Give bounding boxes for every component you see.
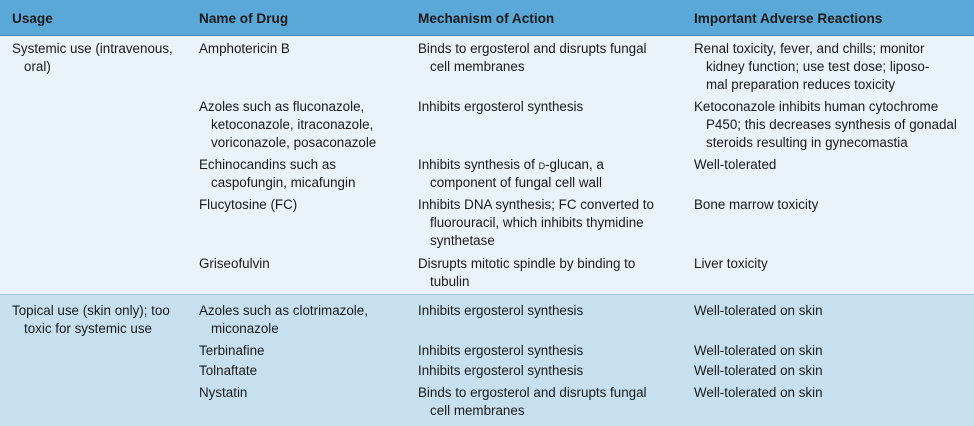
- group-topical-use: Topical use (skin only); too toxic for s…: [0, 294, 974, 426]
- adverse-cell: Well-tolerated on skin: [694, 342, 823, 360]
- adverse-line: Renal toxicity, fever, and chills; monit…: [694, 41, 925, 56]
- drug-line: Amphotericin B: [199, 41, 290, 56]
- mechanism-cell: Disrupts mitotic spindle by binding to t…: [418, 255, 635, 291]
- mechanism-text: -glucan, a: [545, 157, 604, 172]
- mechanism-line: Inhibits synthesis of d-glucan, a: [418, 156, 604, 174]
- adverse-line: Well-tolerated on skin: [694, 343, 823, 358]
- drug-cell: Echinocandins such as caspofungin, micaf…: [199, 156, 355, 192]
- adverse-cell: Ketoconazole inhibits human cytochrome P…: [694, 98, 957, 152]
- drug-cell: Flucytosine (FC): [199, 196, 297, 214]
- drug-line: miconazole: [211, 321, 279, 336]
- drug-line: Tolnaftate: [199, 363, 258, 378]
- header-mechanism: Mechanism of Action: [418, 11, 555, 26]
- adverse-line: Ketoconazole inhibits human cytochrome: [694, 99, 939, 114]
- drug-cell: Nystatin: [199, 384, 247, 402]
- drug-cell: Griseofulvin: [199, 255, 270, 273]
- mechanism-line: Inhibits ergosterol synthesis: [418, 99, 584, 114]
- drug-cell: Terbinafine: [199, 342, 265, 360]
- mechanism-cell: Inhibits synthesis of d-glucan, a compon…: [418, 156, 604, 192]
- mechanism-line: Inhibits DNA synthesis; FC converted to: [418, 197, 654, 212]
- table-header: Usage Name of Drug Mechanism of Action I…: [0, 0, 974, 36]
- drug-line: Azoles such as clotrimazole,: [199, 303, 368, 318]
- drug-line: ketoconazole, itraconazole,: [211, 117, 374, 132]
- adverse-line: kidney function; use test dose; liposo-: [706, 59, 930, 74]
- drug-line: Echinocandins such as: [199, 157, 336, 172]
- mechanism-cell: Inhibits ergosterol synthesis: [418, 302, 583, 320]
- drug-line: Azoles such as fluconazole,: [199, 99, 365, 114]
- mechanism-cell: Inhibits ergosterol synthesis: [418, 342, 583, 360]
- mechanism-cell: Inhibits ergosterol synthesis: [418, 362, 583, 380]
- adverse-cell: Well-tolerated: [694, 156, 776, 174]
- mechanism-line: component of fungal cell wall: [430, 175, 602, 190]
- adverse-line: Well-tolerated on skin: [694, 385, 823, 400]
- usage-cell: Topical use (skin only); too toxic for s…: [12, 302, 170, 338]
- adverse-line: Well-tolerated on skin: [694, 363, 823, 378]
- adverse-cell: Liver toxicity: [694, 255, 768, 273]
- adverse-line: Liver toxicity: [694, 256, 768, 271]
- drug-cell: Tolnaftate: [199, 362, 257, 380]
- adverse-line: Well-tolerated on skin: [694, 303, 823, 318]
- group-systemic-use: Systemic use (intravenous, oral) Amphote…: [0, 36, 974, 293]
- header-drug: Name of Drug: [199, 11, 289, 26]
- drug-line: Griseofulvin: [199, 256, 270, 271]
- usage-line: oral): [24, 59, 51, 74]
- adverse-line: Well-tolerated: [694, 157, 777, 172]
- mechanism-cell: Inhibits ergosterol synthesis: [418, 98, 583, 116]
- adverse-cell: Well-tolerated on skin: [694, 302, 823, 320]
- mechanism-line: Disrupts mitotic spindle by binding to: [418, 256, 636, 271]
- mechanism-line: cell membranes: [430, 403, 525, 418]
- mechanism-cell: Binds to ergosterol and disrupts fungal …: [418, 40, 647, 76]
- drug-cell: Azoles such as clotrimazole, miconazole: [199, 302, 368, 338]
- header-usage: Usage: [12, 11, 53, 26]
- mechanism-line: fluorouracil, which inhibits thymidine: [430, 215, 644, 230]
- drug-cell: Amphotericin B: [199, 40, 290, 58]
- adverse-cell: Renal toxicity, fever, and chills; monit…: [694, 40, 929, 94]
- mechanism-line: cell membranes: [430, 59, 525, 74]
- drug-line: voriconazole, posaconazole: [211, 135, 377, 150]
- usage-line: toxic for systemic use: [24, 321, 152, 336]
- drug-line: Nystatin: [199, 385, 248, 400]
- mechanism-line: Inhibits ergosterol synthesis: [418, 303, 584, 318]
- mechanism-small-caps: d: [538, 157, 546, 172]
- mechanism-line: tubulin: [430, 274, 470, 289]
- mechanism-line: Binds to ergosterol and disrupts fungal: [418, 41, 647, 56]
- header-adverse: Important Adverse Reactions: [694, 11, 883, 26]
- mechanism-line: Inhibits ergosterol synthesis: [418, 343, 584, 358]
- adverse-line: Bone marrow toxicity: [694, 197, 819, 212]
- adverse-line: steroids resulting in gynecomastia: [706, 135, 908, 150]
- mechanism-line: Binds to ergosterol and disrupts fungal: [418, 385, 647, 400]
- mechanism-line: synthetase: [430, 233, 495, 248]
- mechanism-text: Inhibits synthesis of: [418, 157, 539, 172]
- usage-line: Topical use (skin only); too: [12, 303, 170, 318]
- adverse-line: P450; this decreases synthesis of gonada…: [706, 117, 957, 132]
- adverse-cell: Well-tolerated on skin: [694, 362, 823, 380]
- drug-line: Terbinafine: [199, 343, 265, 358]
- mechanism-line: Inhibits ergosterol synthesis: [418, 363, 584, 378]
- drug-cell: Azoles such as fluconazole, ketoconazole…: [199, 98, 376, 152]
- usage-cell: Systemic use (intravenous, oral): [12, 40, 173, 76]
- drug-line: Flucytosine (FC): [199, 197, 298, 212]
- drug-line: caspofungin, micafungin: [211, 175, 356, 190]
- adverse-cell: Bone marrow toxicity: [694, 196, 818, 214]
- adverse-line: mal preparation reduces toxicity: [706, 77, 896, 92]
- mechanism-cell: Inhibits DNA synthesis; FC converted to …: [418, 196, 654, 250]
- usage-line: Systemic use (intravenous,: [12, 41, 173, 56]
- adverse-cell: Well-tolerated on skin: [694, 384, 823, 402]
- mechanism-cell: Binds to ergosterol and disrupts fungal …: [418, 384, 647, 420]
